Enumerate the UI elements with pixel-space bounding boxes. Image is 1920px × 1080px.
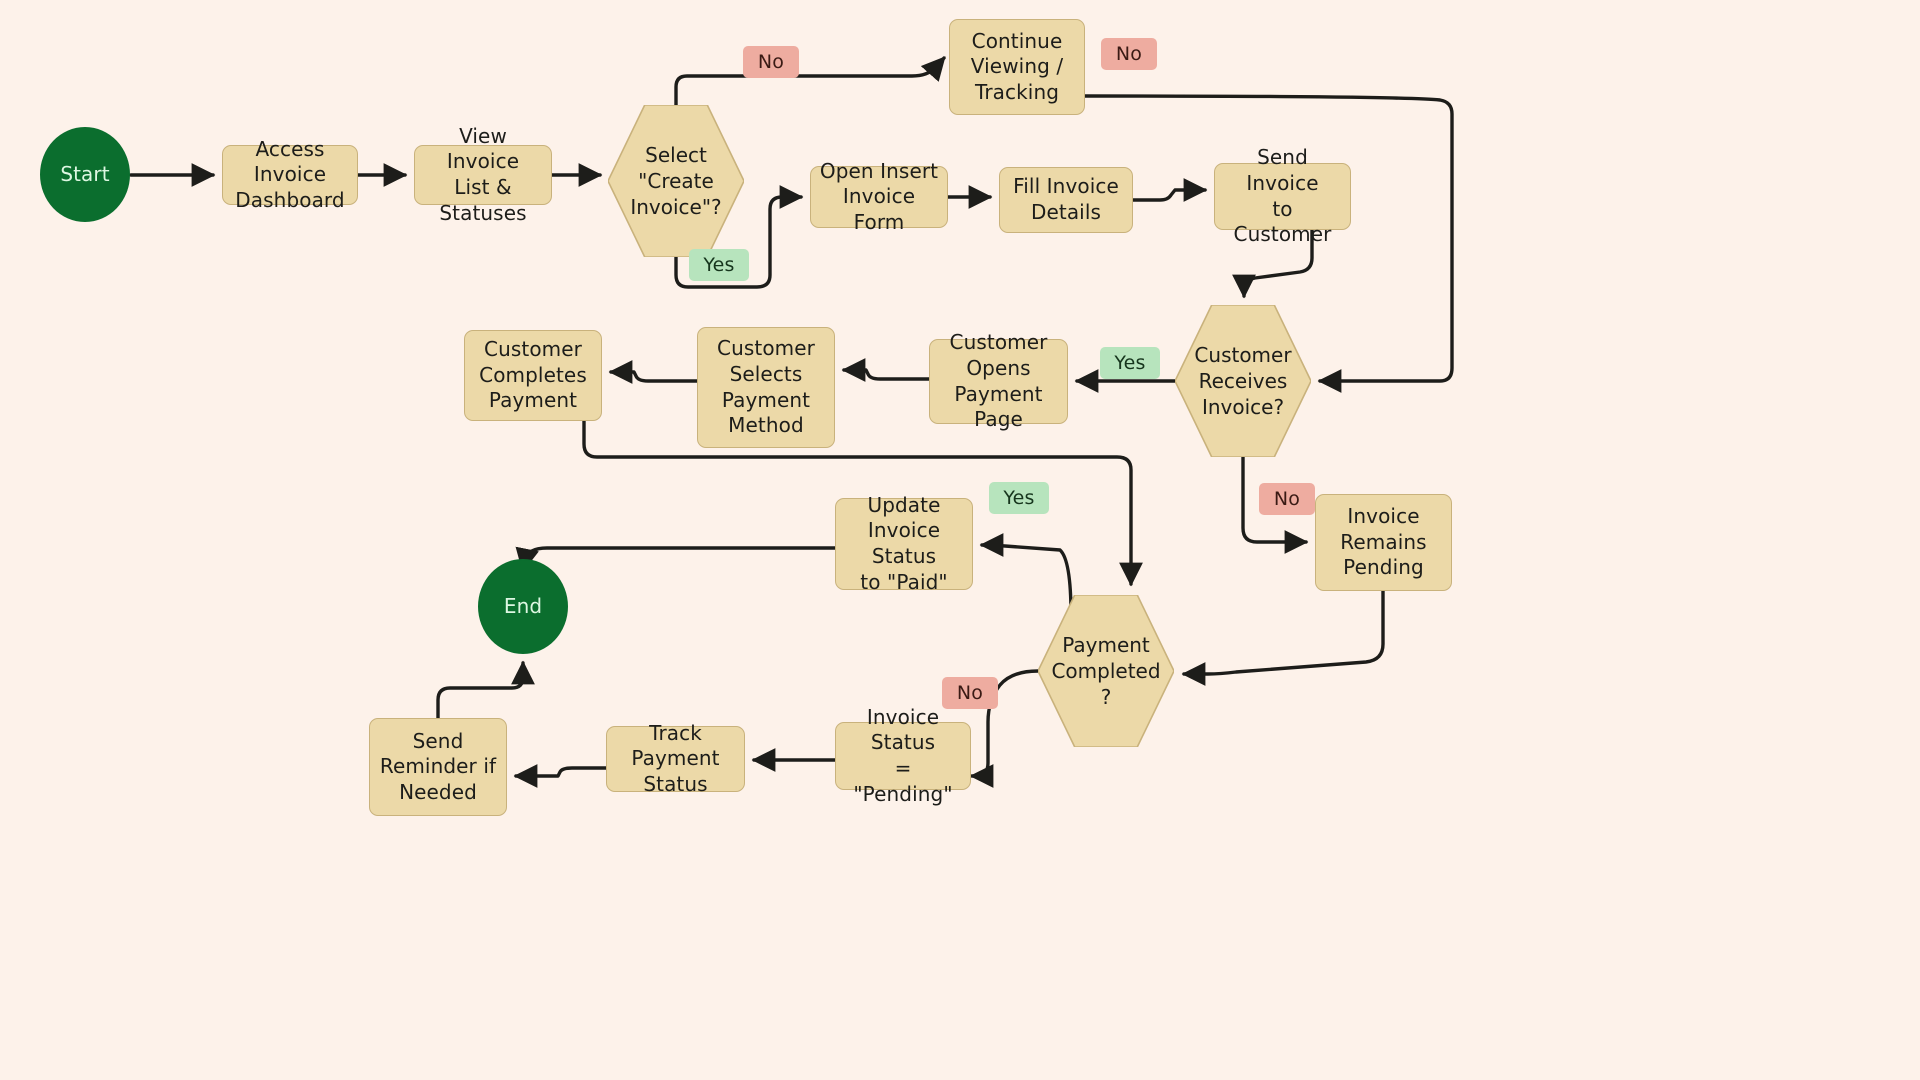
process-node-cust_selects[interactable]: Customer Selects Payment Method [697,327,835,448]
node-label: End [503,593,543,618]
node-label: Invoice Remains Pending [1340,504,1427,580]
process-node-send_reminder[interactable]: Send Reminder if Needed [369,718,507,816]
process-node-fill_details[interactable]: Fill Invoice Details [999,167,1133,233]
node-label: Access Invoice Dashboard [235,136,345,212]
node-label: Open Insert Invoice Form [819,158,939,234]
edge-label-label_no_continue: No [1101,38,1157,70]
node-label: Continue Viewing / Tracking [970,28,1064,104]
process-node-open_form[interactable]: Open Insert Invoice Form [810,159,948,234]
node-label: Customer Selects Payment Method [717,336,815,438]
edge-select-continue [674,56,946,107]
node-label: Fill Invoice Details [1013,174,1119,224]
edge-update-end [515,546,837,573]
process-node-access_dashboard[interactable]: Access Invoice Dashboard [222,137,358,212]
edge-reminder-end [436,660,535,720]
process-node-cust_opens[interactable]: Customer Opens Payment Page [929,330,1068,431]
process-node-invoice_status[interactable]: Invoice Status = "Pending" [835,705,971,806]
edge-label-text: Yes [1003,487,1035,509]
process-node-send_invoice[interactable]: Send Invoice to Customer [1214,145,1351,246]
hexagon-shape [608,105,744,257]
process-node-continue_view[interactable]: Continue Viewing / Tracking [949,19,1085,115]
decision-node-payment_done[interactable]: Payment Completed ? [1038,595,1174,747]
terminator-node-end[interactable]: End [478,559,568,654]
edge-track-reminder [513,764,608,788]
edge-label-text: No [757,51,785,73]
node-label: Update Invoice Status to "Paid" [860,492,948,594]
process-node-cust_completes[interactable]: Customer Completes Payment [464,330,602,421]
node-label: Select "Create Invoice"? [630,143,722,219]
decision-node-select_create[interactable]: Select "Create Invoice"? [608,105,744,257]
edge-label-text: No [1273,488,1301,510]
process-node-view_list[interactable]: View Invoice List & Statuses [414,124,552,225]
node-label: Start [60,161,110,186]
process-node-update_paid[interactable]: Update Invoice Status to "Paid" [835,493,973,594]
edge-label-label_no_create: No [743,46,799,78]
edge-label-text: Yes [1114,352,1146,374]
edge-pending-paymentdone [1181,589,1385,686]
node-label: Invoice Status = "Pending" [853,704,953,806]
edge-label-label_no_receive: No [1259,483,1315,515]
decision-node-cust_receives[interactable]: Customer Receives Invoice? [1175,305,1311,457]
hexagon-shape [1175,305,1311,457]
node-label: Customer Completes Payment [479,337,587,413]
node-label: Track Payment Status [631,720,720,796]
node-label: Customer Receives Invoice? [1194,343,1292,419]
node-label: Customer Opens Payment Page [949,330,1048,432]
terminator-node-start[interactable]: Start [40,127,130,222]
process-node-track_status[interactable]: Track Payment Status [606,721,745,796]
node-label: Payment Completed ? [1051,633,1161,709]
edge-label-text: Yes [703,254,735,276]
node-label: View Invoice List & Statuses [439,123,527,225]
edge-label-label_no_payment: No [942,677,998,709]
edge-label-text: No [1115,43,1143,65]
process-node-invoice_pending[interactable]: Invoice Remains Pending [1315,494,1452,591]
node-label: Send Invoice to Customer [1233,145,1332,247]
node-label: Send Reminder if Needed [379,728,497,804]
edge-label-label_yes_payment: Yes [989,482,1049,514]
hexagon-shape [1038,595,1174,747]
edge-label-label_yes_receive: Yes [1100,347,1160,379]
edge-fill-send [1131,178,1208,202]
edge-label-text: No [956,682,984,704]
edge-label-label_yes_create: Yes [689,249,749,281]
edge-selects-completes [608,360,699,384]
edge-opens-selects [841,358,931,382]
